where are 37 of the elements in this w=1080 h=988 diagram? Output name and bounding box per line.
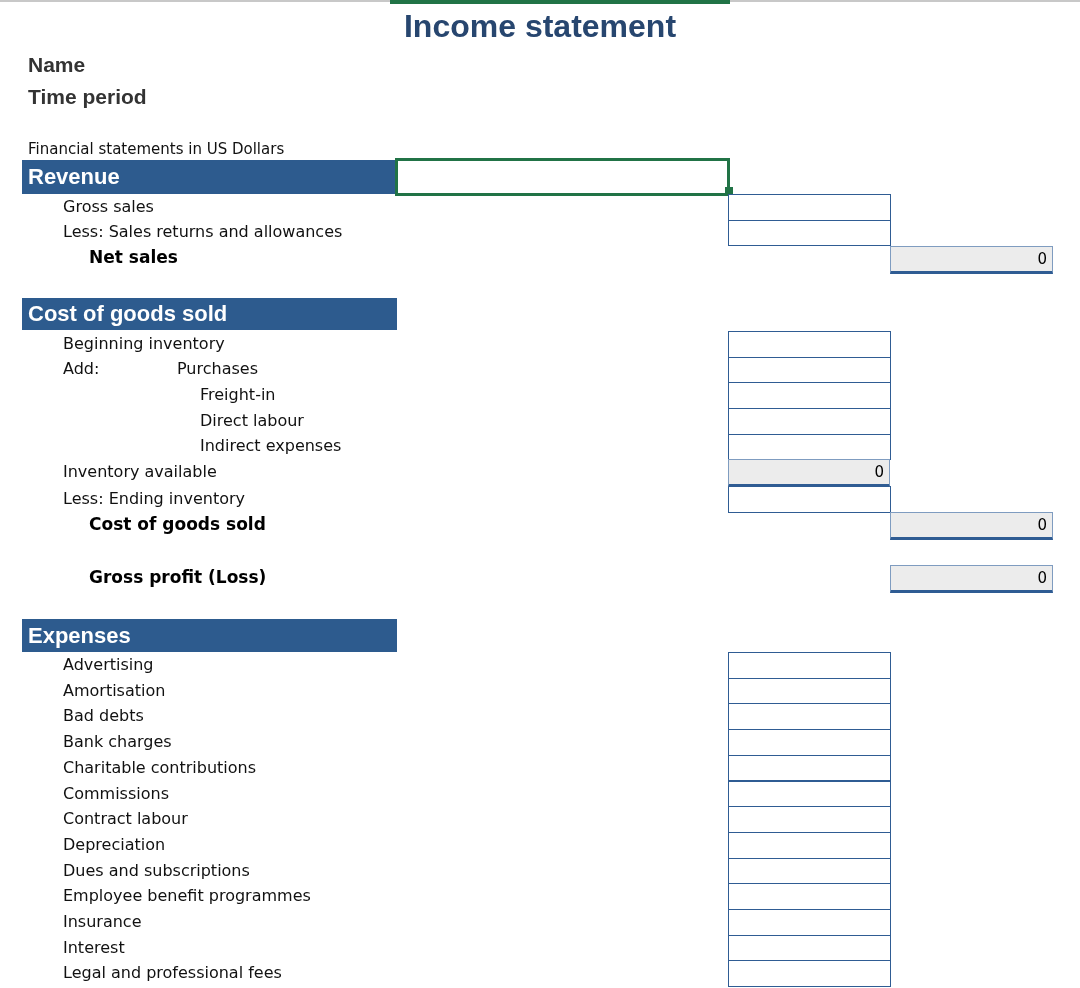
total-label: Net sales <box>89 246 178 269</box>
line-item-label: Freight-in <box>200 384 276 406</box>
line-item-label: Charitable contributions <box>63 756 257 779</box>
line-item-label: Inventory available <box>63 461 217 483</box>
total-cell: 0 <box>890 512 1053 540</box>
line-item-label: Dues and subscriptions <box>63 859 250 882</box>
line-item-label: Depreciation <box>63 833 166 856</box>
total-cell: 0 <box>728 459 890 487</box>
line-item-label: Legal and professional fees <box>63 962 282 985</box>
line-item-label: Bank charges <box>63 731 172 754</box>
total-label: Gross profit (Loss) <box>89 566 267 589</box>
line-item-label: Interest <box>63 936 125 959</box>
line-item-label: Bad debts <box>63 705 144 728</box>
note-text: Financial statements in US Dollars <box>28 139 285 160</box>
line-item-label: Amortisation <box>63 679 166 702</box>
title: Income statement <box>402 8 678 45</box>
field-label: Name <box>28 53 86 77</box>
section-header-band: Cost of goods sold <box>22 298 397 330</box>
total-cell: 0 <box>890 565 1053 593</box>
line-item-label: Commissions <box>63 782 169 805</box>
line-item-label: Indirect expenses <box>200 435 342 457</box>
line-item-label: Beginning inventory <box>63 333 225 355</box>
total-cell: 0 <box>890 246 1053 274</box>
section-header-band: Expenses <box>22 619 397 652</box>
line-item-label: Contract labour <box>63 808 188 831</box>
line-item-label: Direct labour <box>200 410 304 432</box>
line-item-label: Employee benefit programmes <box>63 885 311 908</box>
section-header-band: Revenue <box>22 160 395 194</box>
line-item-label: Gross sales <box>63 196 154 218</box>
line-item-label: Add: <box>63 358 100 380</box>
line-item-label: Insurance <box>63 911 142 933</box>
field-label: Time period <box>28 85 147 109</box>
total-label: Cost of goods sold <box>89 513 266 536</box>
line-item-label: Less: Ending inventory <box>63 488 245 510</box>
line-item-label: Less: Sales returns and allowances <box>63 221 343 243</box>
line-item-label: Purchases <box>177 358 258 380</box>
line-item-label: Advertising <box>63 654 154 676</box>
